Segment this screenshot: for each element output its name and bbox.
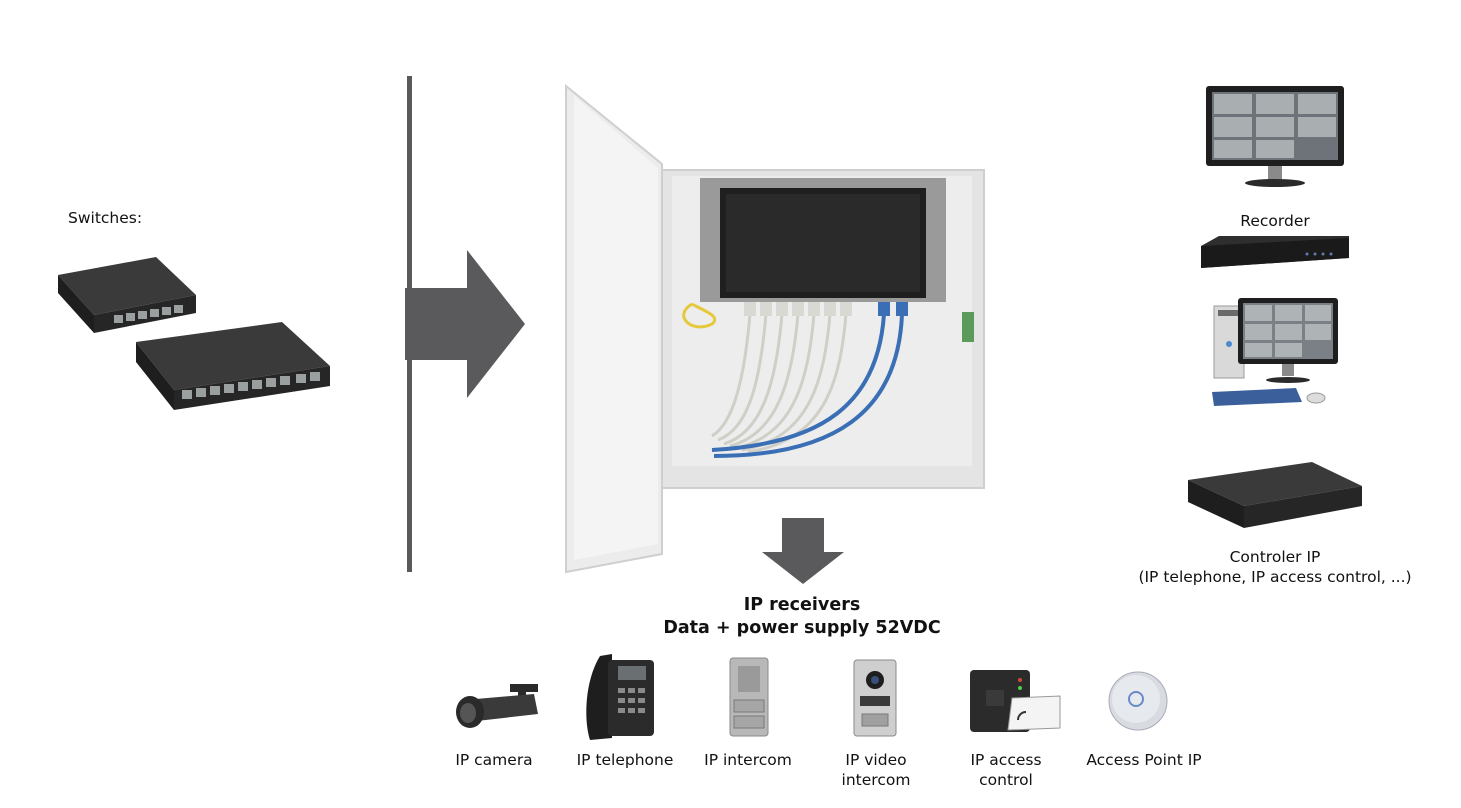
controller-label-line1: Controler IP (1229, 548, 1321, 566)
small-switch-icon (58, 257, 196, 333)
switches-label: Switches: (68, 209, 143, 227)
access-point-icon (1108, 671, 1168, 731)
down-arrow-icon (762, 518, 844, 584)
receivers-title-line2: Data + power supply 52VDC (663, 618, 941, 638)
device-label-ip-video-intercom-line1: IP video (845, 751, 907, 769)
cabinet-icon (565, 84, 985, 574)
ip-camera-icon (456, 684, 538, 728)
monitor-icon (1206, 86, 1344, 187)
device-label-ip-intercom: IP intercom (704, 751, 792, 769)
recorder-label: Recorder (1240, 212, 1310, 230)
recorder-icon (1201, 236, 1349, 268)
computer-icon (1212, 298, 1338, 406)
controller-label-line2: (IP telephone, IP access control, ...) (1138, 568, 1412, 586)
ip-access-control-icon (970, 670, 1061, 732)
large-switch-icon (136, 322, 330, 410)
device-label-ip-access-control-line1: IP access (970, 751, 1042, 769)
device-label-access-point-ip: Access Point IP (1086, 751, 1202, 769)
controller-icon (1188, 462, 1362, 528)
device-label-ip-access-control-line2: control (979, 771, 1033, 789)
right-arrow-icon (405, 250, 525, 398)
receivers-title-line1: IP receivers (743, 595, 861, 615)
ip-intercom-icon (729, 657, 769, 737)
device-label-ip-camera: IP camera (455, 751, 533, 769)
device-label-ip-telephone: IP telephone (576, 751, 674, 769)
device-label-ip-video-intercom-line2: intercom (841, 771, 911, 789)
ip-telephone-icon (586, 654, 654, 740)
ip-video-intercom-icon (853, 659, 897, 737)
